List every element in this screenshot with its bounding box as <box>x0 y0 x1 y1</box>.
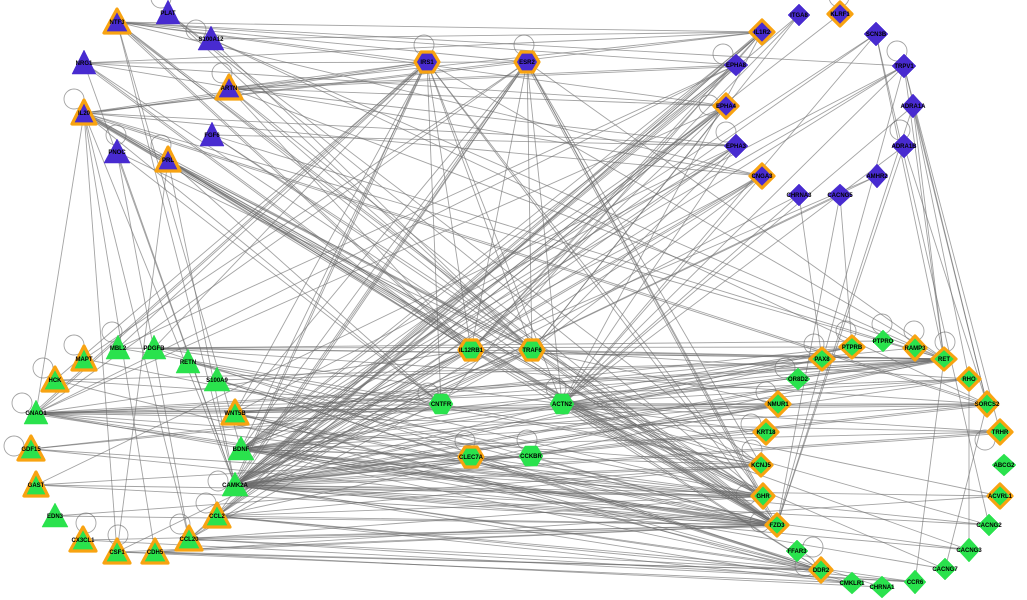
svg-text:NTF3: NTF3 <box>110 20 126 26</box>
svg-text:PTPRO: PTPRO <box>873 339 894 345</box>
svg-text:ABCG2: ABCG2 <box>993 463 1015 469</box>
svg-text:CSF1: CSF1 <box>109 550 125 556</box>
svg-text:NRG1: NRG1 <box>76 61 93 67</box>
svg-text:S100A12: S100A12 <box>198 37 224 43</box>
svg-text:PTPRB: PTPRB <box>842 345 863 351</box>
svg-text:GHR: GHR <box>756 494 770 500</box>
svg-text:MAPT: MAPT <box>76 357 93 363</box>
svg-text:CACNG5: CACNG5 <box>827 193 853 199</box>
svg-text:CACNG7: CACNG7 <box>932 567 958 573</box>
svg-text:ACTN2: ACTN2 <box>552 402 573 408</box>
svg-text:S100A9: S100A9 <box>206 378 228 384</box>
svg-text:MBL2: MBL2 <box>110 346 127 352</box>
svg-text:FGF6: FGF6 <box>204 133 220 139</box>
svg-text:CNTFR: CNTFR <box>431 402 452 408</box>
svg-text:CCL20: CCL20 <box>179 537 199 543</box>
svg-text:EPHA8: EPHA8 <box>726 63 747 69</box>
svg-text:HCK: HCK <box>49 378 63 384</box>
svg-text:PRL: PRL <box>162 158 174 164</box>
svg-text:GDF15: GDF15 <box>21 447 41 453</box>
svg-text:CDH5: CDH5 <box>147 550 164 556</box>
svg-text:CCR6: CCR6 <box>907 580 924 586</box>
svg-text:FFAR3: FFAR3 <box>787 549 807 555</box>
svg-text:ITGA8: ITGA8 <box>790 13 808 19</box>
svg-text:TRAF6: TRAF6 <box>522 348 542 354</box>
svg-text:ESR2: ESR2 <box>519 60 535 66</box>
svg-text:FZD3: FZD3 <box>770 523 786 529</box>
svg-text:CX3CL1: CX3CL1 <box>71 538 95 544</box>
svg-text:IL12RB1: IL12RB1 <box>459 348 484 354</box>
svg-text:DDR2: DDR2 <box>813 568 830 574</box>
svg-text:IL20: IL20 <box>78 111 91 117</box>
svg-text:TRHR: TRHR <box>992 430 1009 436</box>
svg-text:RETN: RETN <box>180 360 196 366</box>
svg-text:CAMK2A: CAMK2A <box>222 483 248 489</box>
svg-text:ADRA1B: ADRA1B <box>891 144 917 150</box>
svg-text:ACVRL1: ACVRL1 <box>988 494 1013 500</box>
svg-text:KLRF1: KLRF1 <box>830 12 850 18</box>
svg-text:KRT18: KRT18 <box>756 430 776 436</box>
svg-text:CACNG3: CACNG3 <box>956 548 982 554</box>
svg-text:RHO: RHO <box>962 377 976 383</box>
svg-text:PAX8: PAX8 <box>814 357 830 363</box>
svg-text:CCKBR: CCKBR <box>520 454 542 460</box>
svg-text:EPHA4: EPHA4 <box>716 104 737 110</box>
svg-text:KCNJ5: KCNJ5 <box>751 463 771 469</box>
svg-text:IRS1: IRS1 <box>420 60 434 66</box>
svg-text:IL1R2: IL1R2 <box>754 30 771 36</box>
svg-text:CNGA3: CNGA3 <box>751 174 773 180</box>
svg-text:RAMP3: RAMP3 <box>904 346 926 352</box>
svg-text:BDNF: BDNF <box>233 447 250 453</box>
svg-text:EDN3: EDN3 <box>47 514 64 520</box>
svg-text:CHRNA3: CHRNA3 <box>786 193 812 199</box>
svg-text:RET: RET <box>938 357 950 363</box>
svg-text:SCN3B: SCN3B <box>866 32 887 38</box>
svg-text:CLEC7A: CLEC7A <box>459 455 484 461</box>
svg-text:OR8D2: OR8D2 <box>788 377 809 383</box>
svg-text:PDGFB: PDGFB <box>144 346 166 352</box>
svg-text:GAST: GAST <box>28 483 45 489</box>
svg-text:GNAO1: GNAO1 <box>25 411 47 417</box>
svg-text:CMKLR1: CMKLR1 <box>840 581 866 587</box>
svg-text:AMHR2: AMHR2 <box>866 174 888 180</box>
svg-text:PLAT: PLAT <box>160 11 176 17</box>
svg-text:ADRA1A: ADRA1A <box>900 104 926 110</box>
svg-text:PNOC: PNOC <box>108 150 126 156</box>
svg-text:EPHA3: EPHA3 <box>726 144 747 150</box>
svg-text:ARTN: ARTN <box>221 86 238 92</box>
svg-text:CCL2: CCL2 <box>209 514 225 520</box>
svg-text:SORCS2: SORCS2 <box>975 402 1000 408</box>
svg-text:CHRNA1: CHRNA1 <box>869 585 895 591</box>
svg-text:TRPV1: TRPV1 <box>894 64 914 70</box>
svg-text:WNT5B: WNT5B <box>224 411 246 417</box>
svg-text:NMUR1: NMUR1 <box>767 402 789 408</box>
svg-text:CACNG2: CACNG2 <box>976 523 1002 529</box>
